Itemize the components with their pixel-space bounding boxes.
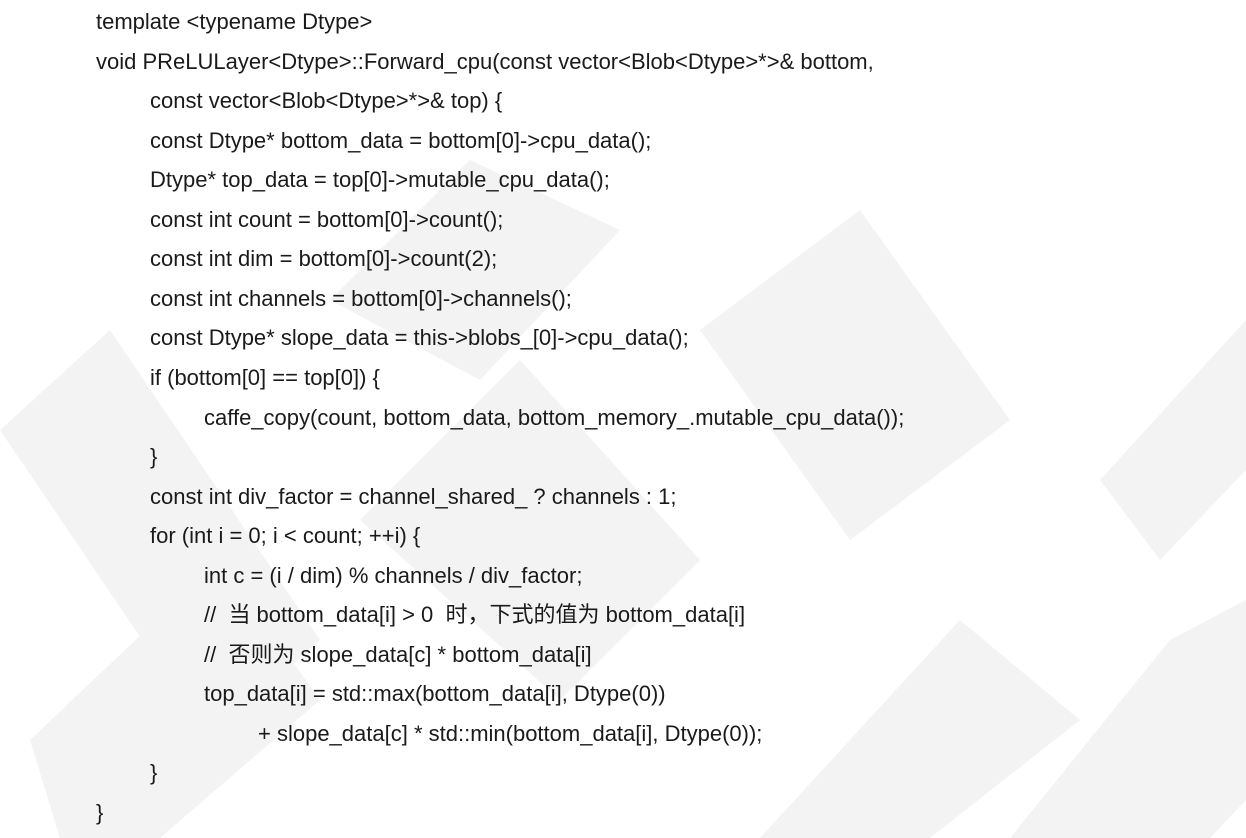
code-line: caffe_copy(count, bottom_data, bottom_me…: [204, 404, 905, 430]
code-line: const int dim = bottom[0]->count(2);: [150, 246, 498, 272]
code-line: }: [150, 760, 158, 786]
code-line: // 当 bottom_data[i] > 0 时，下式的值为 bottom_d…: [204, 602, 746, 628]
code-line: }: [96, 800, 104, 825]
code-line: const int channels = bottom[0]->channels…: [150, 285, 572, 311]
watermark-shape: [760, 620, 1080, 838]
code-line: const vector<Blob<Dtype>*>& top) {: [150, 88, 503, 114]
code-line: for (int i = 0; i < count; ++i) {: [150, 523, 421, 549]
code-line: Dtype* top_data = top[0]->mutable_cpu_da…: [150, 167, 610, 193]
code-line: int c = (i / dim) % channels / div_facto…: [204, 562, 583, 588]
code-line: // 否则为 slope_data[c] * bottom_data[i]: [204, 641, 592, 667]
code-line: top_data[i] = std::max(bottom_data[i], D…: [204, 681, 666, 707]
code-line: const int count = bottom[0]->count();: [150, 206, 504, 232]
code-line: const Dtype* bottom_data = bottom[0]->cp…: [150, 127, 652, 153]
code-line: template <typename Dtype>: [96, 9, 373, 34]
code-line: const int div_factor = channel_shared_ ?…: [150, 483, 677, 509]
watermark-shape: [360, 360, 700, 700]
code-line: void PReLULayer<Dtype>::Forward_cpu(cons…: [96, 48, 874, 74]
watermark-shape: [700, 210, 1010, 540]
watermark-shape: [330, 160, 620, 380]
code-line: if (bottom[0] == top[0]) {: [150, 364, 380, 390]
watermark-shape: [1100, 320, 1246, 560]
code-line: + slope_data[c] * std::min(bottom_data[i…: [258, 720, 763, 746]
watermark-shape: [1010, 600, 1246, 838]
code-line: const Dtype* slope_data = this->blobs_[0…: [150, 325, 689, 351]
code-line: }: [150, 444, 158, 470]
watermark-shape: [30, 560, 320, 838]
